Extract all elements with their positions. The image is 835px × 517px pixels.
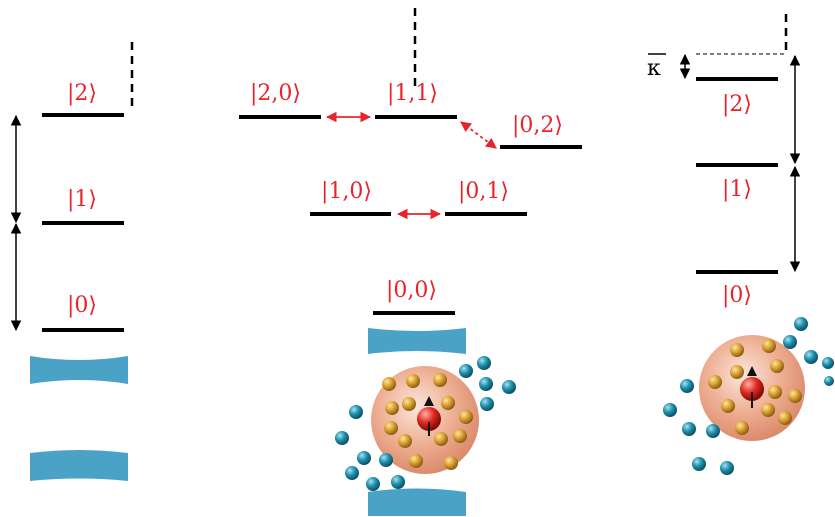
label-ket-1-0: |1,0⟩ [321,179,372,204]
label-ket-1: |1⟩ [67,187,97,212]
particle-icon [398,434,412,448]
particle-icon [434,432,448,446]
panel-left: |0⟩ |1⟩ |2⟩ [10,42,134,481]
atom-cloud-icon [699,335,805,441]
particle-icon [692,457,706,471]
particle-icon [402,397,416,411]
particle-icon [762,339,776,353]
panel-right: |0⟩ |1⟩ |2⟩ κ [647,14,834,475]
particle-icon [441,396,455,410]
outer-particles [335,356,516,491]
particle-icon [824,376,834,386]
spin-arrow-icon [747,366,757,376]
particle-icon [770,359,784,373]
particle-icon [663,403,677,417]
particle-icon [720,461,734,475]
particle-icon [459,364,473,378]
particle-icon [706,424,720,438]
particle-icon [778,411,792,425]
particle-icon [730,343,744,357]
kappa-label: κ [647,56,661,81]
particle-icon [822,357,834,369]
label-ket-0-1: |0,1⟩ [458,179,509,204]
mirror-icon [368,488,466,516]
panel-middle: |0,0⟩ |1,0⟩ |0,1⟩ |2,0⟩ |1,1⟩ |0,2⟩ [239,8,582,516]
particle-icon [761,403,775,417]
particle-icon [357,451,371,465]
particle-icon [382,377,396,391]
particle-icon [379,453,393,467]
particle-icon [502,380,516,394]
label-ket-0-0: |0,0⟩ [386,278,437,303]
particle-icon [708,375,722,389]
particle-icon [335,431,349,445]
particle-icon [477,356,491,370]
label-ket-1-1: |1,1⟩ [387,81,438,106]
particle-icon [453,429,467,443]
label-ket-2: |2⟩ [722,92,752,117]
particle-icon [479,377,493,391]
particle-icon [406,374,420,388]
label-ket-0-2: |0,2⟩ [512,113,563,138]
particle-icon [384,421,398,435]
label-ket-0: |0⟩ [67,293,97,318]
particle-icon [409,454,423,468]
particle-icon [794,317,808,331]
atom-cloud-icon [371,366,479,474]
particle-icon [444,456,458,470]
particle-icon [682,422,696,436]
spin-arrow-icon [424,396,434,406]
mirror-icon [30,356,128,384]
particle-icon [366,477,380,491]
particle-icon [433,373,447,387]
particle-icon [345,466,359,480]
central-atom-icon [417,407,441,431]
coupling-arrow-dotted [460,121,497,149]
outer-particles [663,317,834,475]
label-ket-2: |2⟩ [67,81,97,106]
particle-icon [783,335,797,349]
particle-icon [768,385,782,399]
label-ket-2-0: |2,0⟩ [250,81,301,106]
label-ket-0: |0⟩ [722,283,752,308]
label-ket-1: |1⟩ [722,177,752,202]
particle-icon [459,410,473,424]
particle-icon [480,397,494,411]
particle-icon [730,365,744,379]
mirror-icon [368,328,466,354]
particle-icon [349,405,363,419]
central-atom-icon [740,377,764,401]
mirror-icon [30,450,128,481]
particle-icon [804,350,818,364]
particle-icon [680,379,694,393]
particle-icon [391,475,405,489]
particle-icon [721,399,735,413]
particle-icon [788,389,802,403]
particle-icon [385,401,399,415]
particle-icon [735,421,749,435]
